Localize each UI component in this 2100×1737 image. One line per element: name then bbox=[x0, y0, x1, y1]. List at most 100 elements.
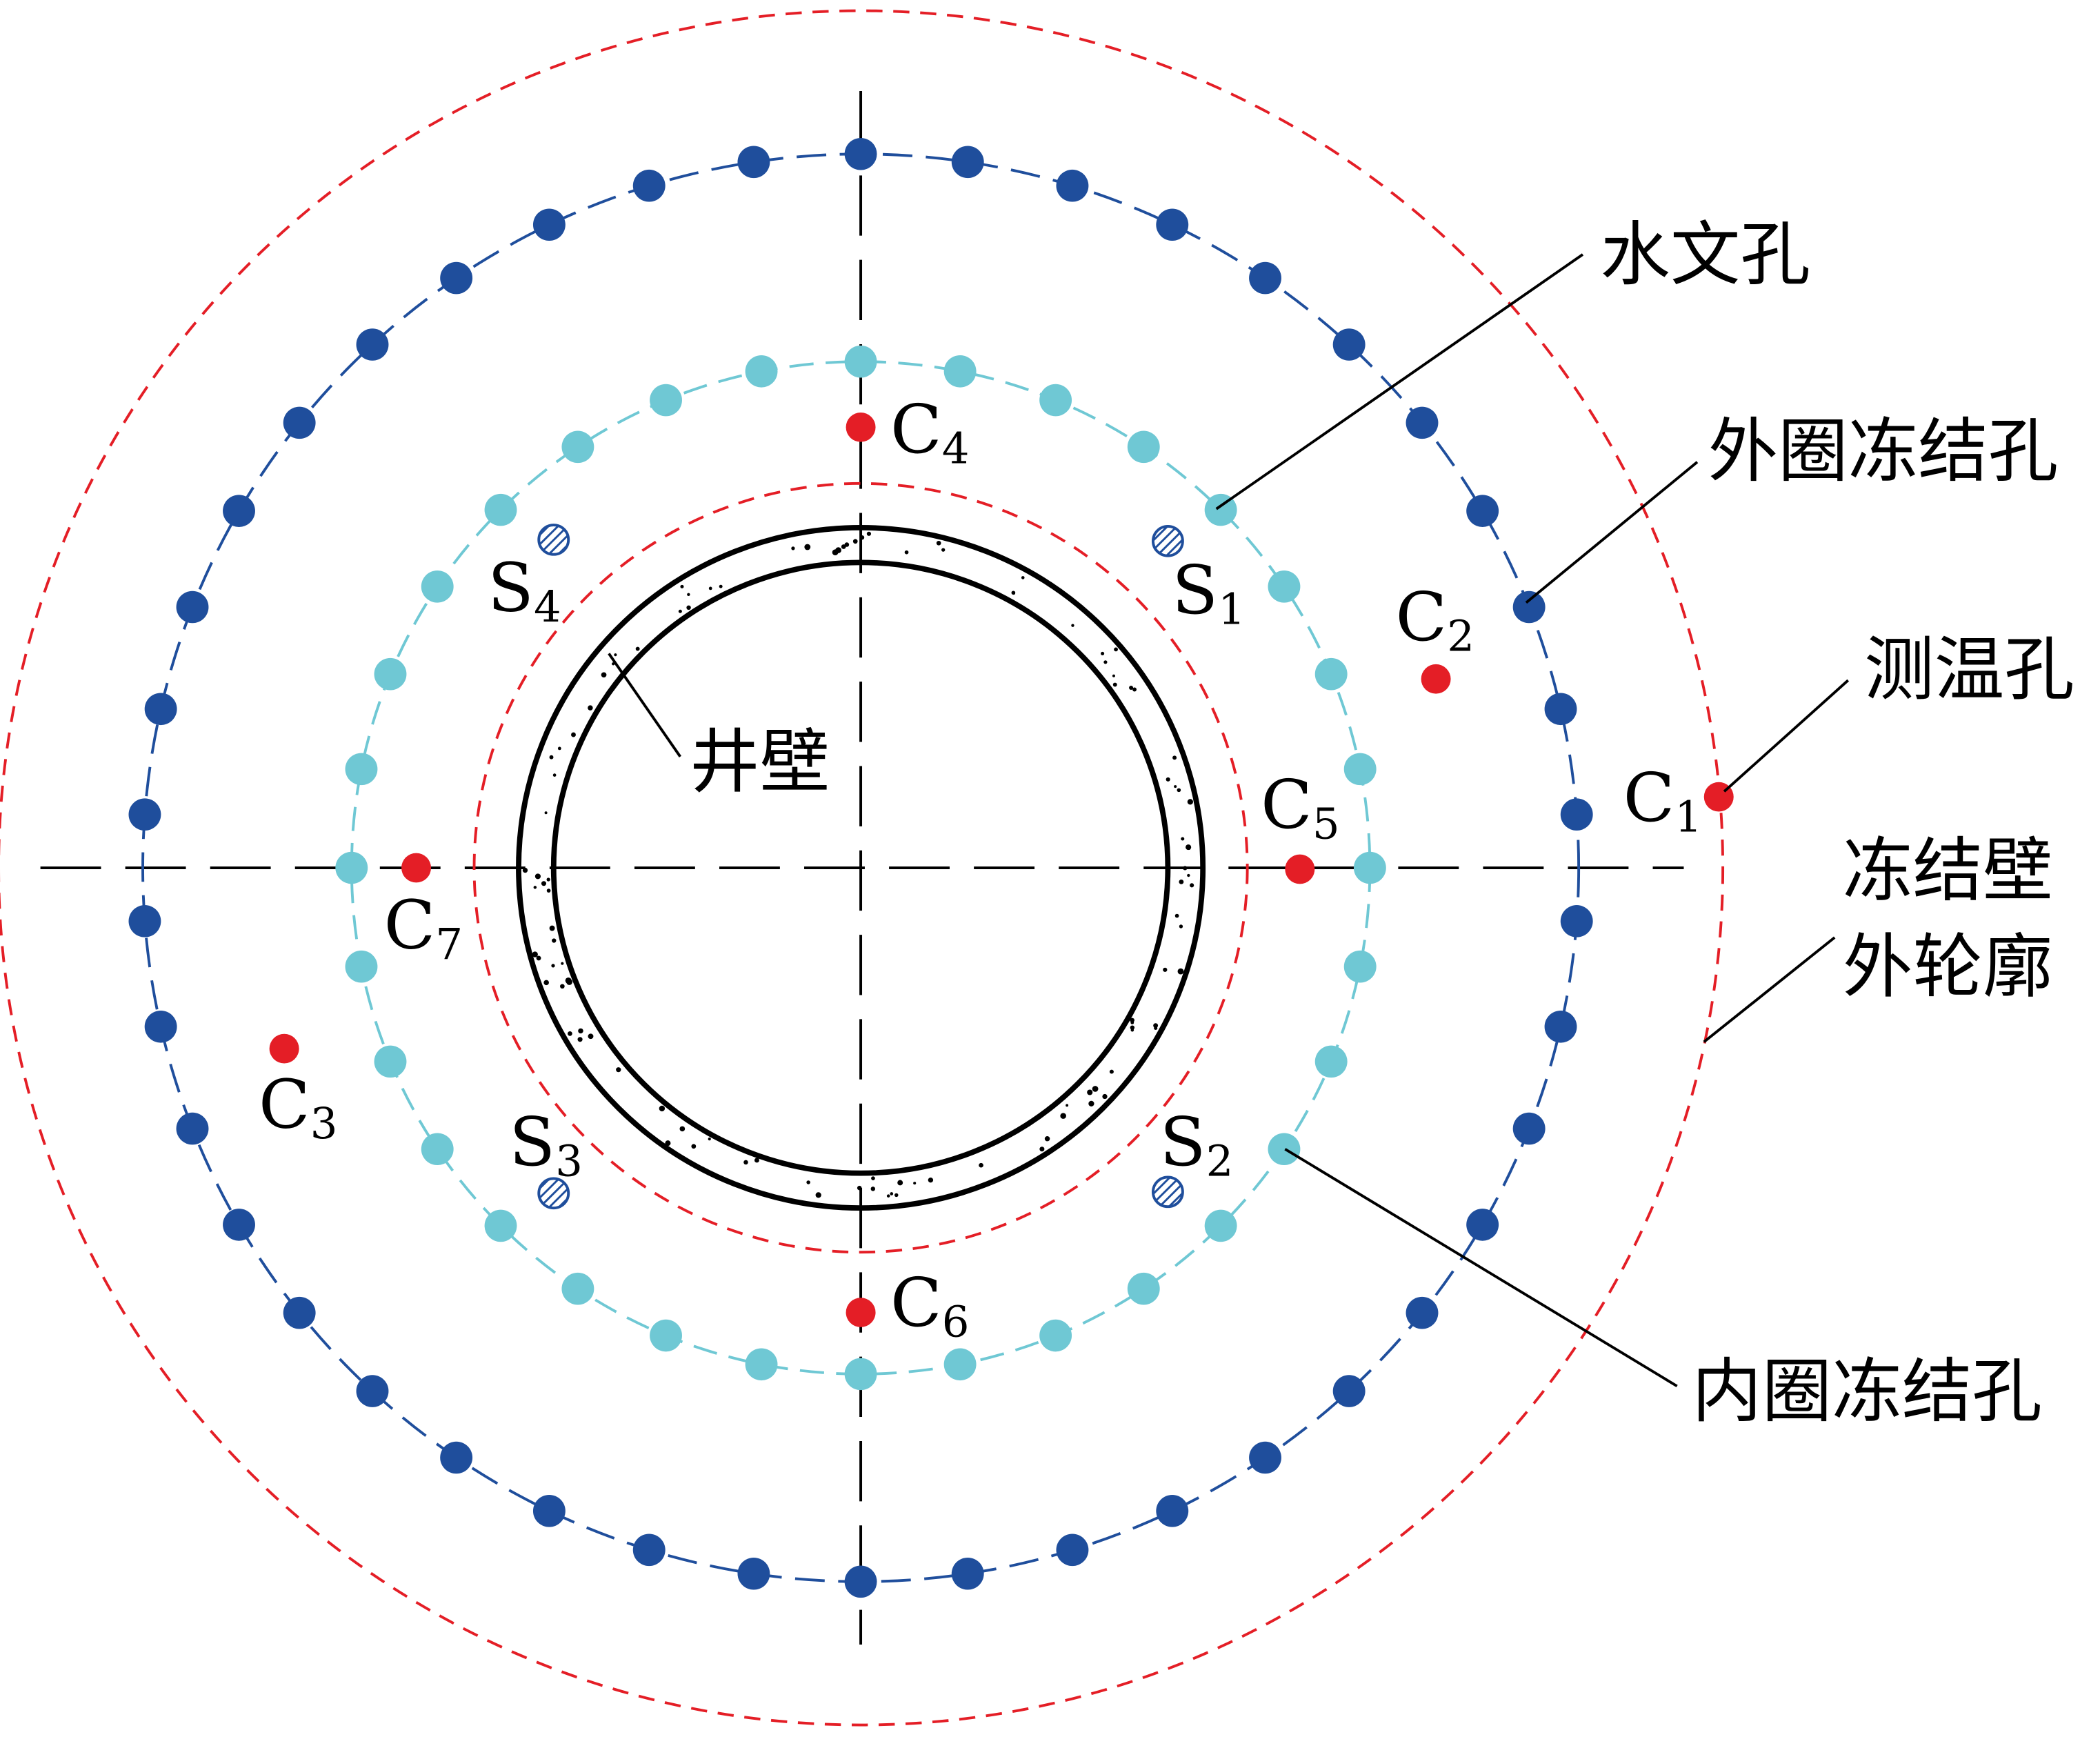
leader-shaft-wall bbox=[608, 653, 681, 757]
concrete-speckle bbox=[852, 539, 858, 544]
concrete-speckle bbox=[719, 584, 723, 588]
concrete-speckle bbox=[859, 535, 865, 540]
outer-freeze-hole bbox=[951, 1557, 984, 1590]
inner-freeze-hole bbox=[1039, 1319, 1072, 1352]
inner-freeze-hole bbox=[745, 1348, 778, 1381]
inner-freeze-hole bbox=[844, 1358, 877, 1391]
outer-freeze-hole bbox=[144, 693, 177, 726]
concrete-speckle bbox=[1021, 576, 1025, 579]
outer-freeze-hole bbox=[1249, 1441, 1281, 1474]
concrete-speckle bbox=[1172, 755, 1177, 760]
concrete-speckle bbox=[1187, 799, 1194, 805]
callout-hydro-hole: 水文孔 bbox=[1600, 214, 1810, 295]
outer-freeze-hole bbox=[223, 495, 255, 527]
leader-outer-freeze-hole bbox=[1525, 461, 1699, 604]
concrete-speckle bbox=[635, 646, 640, 651]
hydro-hole-s2 bbox=[1151, 1175, 1184, 1209]
concrete-speckle bbox=[806, 1180, 810, 1184]
concrete-speckle bbox=[1112, 674, 1115, 677]
concrete-speckle bbox=[1103, 660, 1108, 664]
inner-freeze-hole bbox=[650, 1319, 682, 1352]
concrete-speckle bbox=[791, 546, 795, 550]
concrete-speckle bbox=[616, 1067, 621, 1073]
hydro-hole-s3 bbox=[537, 1177, 570, 1210]
outer-freeze-hole bbox=[1560, 905, 1593, 937]
outer-freeze-hole bbox=[632, 169, 666, 202]
concrete-speckle bbox=[870, 1187, 876, 1191]
outer-freeze-hole bbox=[128, 798, 161, 831]
concrete-speckle bbox=[679, 1126, 686, 1132]
concrete-speckle bbox=[1163, 967, 1168, 972]
outer-freeze-hole bbox=[1512, 590, 1546, 624]
outer-freeze-hole bbox=[356, 1375, 389, 1407]
callout-inner-freeze-hole: 内圈冻结孔 bbox=[1692, 1351, 2042, 1432]
outer-freeze-hole bbox=[737, 1557, 770, 1590]
concrete-speckle bbox=[614, 653, 617, 657]
concrete-speckle bbox=[1179, 879, 1184, 884]
outer-freeze-hole bbox=[844, 1565, 877, 1598]
concrete-speckle bbox=[544, 811, 548, 815]
concrete-speckle bbox=[1129, 686, 1134, 691]
outer-freeze-hole bbox=[1406, 1296, 1439, 1329]
callout-outer-freeze-hole: 外圈冻结孔 bbox=[1708, 410, 2059, 492]
concrete-speckle bbox=[708, 586, 712, 590]
concrete-speckle bbox=[665, 1140, 671, 1147]
outer-freeze-hole bbox=[1156, 208, 1189, 241]
concrete-speckle bbox=[897, 1180, 903, 1186]
inner-freeze-hole bbox=[1314, 1045, 1348, 1078]
concrete-speckle bbox=[536, 955, 541, 961]
concrete-speckle bbox=[1132, 687, 1137, 692]
concrete-speckle bbox=[546, 889, 551, 893]
label-c4: C4 bbox=[890, 390, 969, 473]
outer-freeze-hole bbox=[1544, 1010, 1577, 1043]
concrete-speckle bbox=[1181, 837, 1185, 841]
label-c6: C6 bbox=[890, 1264, 969, 1347]
inner-freeze-hole bbox=[844, 345, 877, 378]
concrete-speckle bbox=[1087, 1089, 1093, 1095]
concrete-speckle bbox=[1130, 1028, 1134, 1032]
inner-freeze-hole bbox=[484, 493, 517, 526]
inner-freeze-hole bbox=[345, 950, 378, 983]
outer-freeze-hole bbox=[1056, 1533, 1089, 1567]
concrete-speckle bbox=[541, 881, 547, 886]
inner-freeze-hole bbox=[421, 1133, 454, 1166]
concrete-speckle bbox=[1066, 1104, 1069, 1107]
temp-hole-c2 bbox=[1421, 664, 1451, 694]
concrete-speckle bbox=[678, 609, 682, 613]
inner-freeze-hole bbox=[1268, 570, 1301, 603]
concrete-speckle bbox=[549, 755, 554, 760]
shaft-wall-inner bbox=[550, 559, 1171, 1176]
inner-freeze-hole bbox=[943, 1348, 977, 1381]
leader-temp-hole bbox=[1723, 679, 1850, 793]
concrete-speckle bbox=[1177, 968, 1184, 975]
concrete-speckle bbox=[1130, 1025, 1135, 1030]
leader-frozen-wall bbox=[1703, 936, 1836, 1043]
concrete-speckle bbox=[1114, 647, 1118, 652]
concrete-speckle bbox=[522, 867, 528, 873]
concrete-speckle bbox=[546, 877, 550, 882]
concrete-speckle bbox=[1088, 1100, 1094, 1106]
temp-hole-c4 bbox=[846, 412, 876, 442]
temp-hole-c7 bbox=[401, 853, 432, 883]
inner-freeze-hole bbox=[1127, 430, 1160, 464]
outer-freeze-hole bbox=[951, 146, 984, 179]
concrete-speckle bbox=[560, 984, 565, 989]
outer-freeze-hole bbox=[356, 328, 389, 361]
outer-freeze-hole bbox=[1466, 1209, 1499, 1241]
outer-freeze-hole bbox=[1406, 406, 1439, 439]
inner-freeze-hole bbox=[1353, 851, 1386, 884]
inner-freeze-hole bbox=[1343, 753, 1377, 786]
concrete-speckle bbox=[578, 1028, 583, 1034]
hydro-hole-s4 bbox=[537, 524, 570, 556]
concrete-speckle bbox=[835, 547, 841, 553]
concrete-speckle bbox=[1190, 883, 1194, 888]
concrete-speckle bbox=[913, 1182, 917, 1185]
concrete-speckle bbox=[543, 980, 549, 986]
inner-freeze-hole bbox=[650, 384, 682, 417]
inner-freeze-hole bbox=[1127, 1272, 1160, 1305]
concrete-speckle bbox=[1174, 913, 1179, 918]
inner-freeze-hole bbox=[335, 851, 368, 884]
temp-hole-c3 bbox=[269, 1033, 299, 1064]
concrete-speckle bbox=[886, 1194, 890, 1198]
